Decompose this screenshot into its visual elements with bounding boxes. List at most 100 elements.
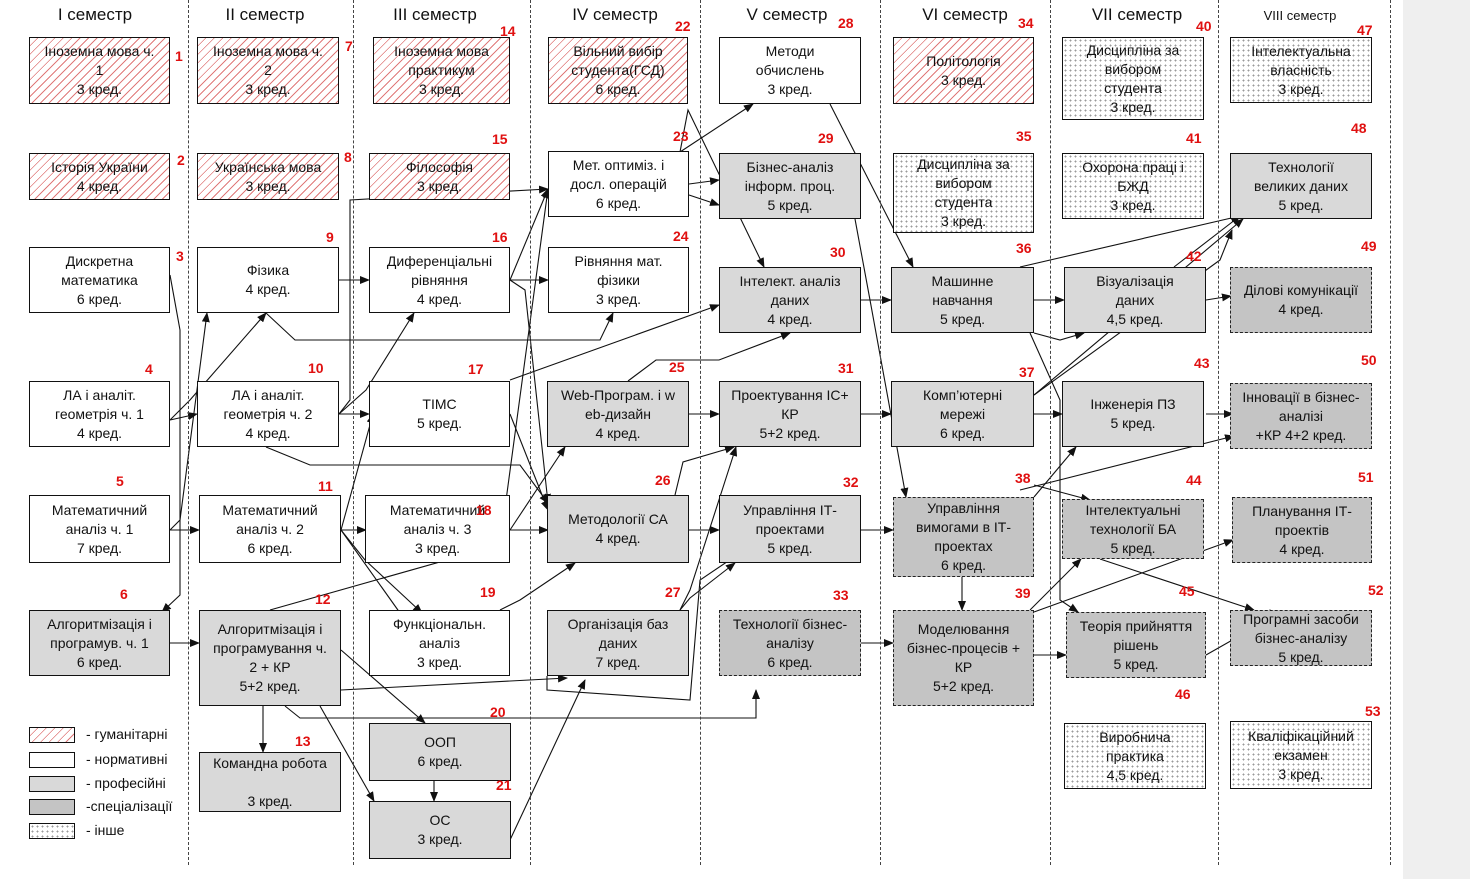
semester-header: VI семестр — [922, 5, 1008, 24]
course-number: 25 — [669, 359, 685, 375]
course-number: 2 — [177, 152, 185, 168]
prerequisite-arrow — [1029, 332, 1079, 613]
course-box: Іноземна мова ч. 1 3 кред. — [29, 37, 170, 104]
course-title: Історія України 4 кред. — [51, 158, 148, 194]
course-number: 11 — [318, 478, 333, 494]
course-title: Мет. оптиміз. і досл. операцій 6 кред. — [570, 156, 667, 211]
semester-header: V семестр — [746, 5, 828, 24]
course-title: Дисципліна за вибором студента 3 кред. — [1086, 41, 1180, 115]
right-gutter — [1403, 0, 1470, 879]
course-title: Управління вимогами в ІТ- проектах 6 кре… — [915, 500, 1012, 573]
course-title: ЛА і аналіт. геометрія ч. 2 4 кред. — [223, 386, 313, 441]
prerequisite-arrow — [674, 445, 735, 496]
course-number: 49 — [1361, 238, 1377, 254]
course-title: Методи обчислень 3 кред. — [755, 43, 825, 97]
course-title: Виробнича практика 4,5 кред. — [1099, 728, 1171, 783]
course-number: 20 — [490, 704, 506, 720]
course-box: Дисципліна за вибором студента 3 кред. — [893, 153, 1034, 233]
course-number: 34 — [1018, 15, 1034, 31]
course-number: 24 — [673, 228, 689, 244]
course-box: Філософія 3 кред. — [369, 153, 510, 200]
prerequisite-arrow — [509, 279, 552, 504]
course-box: Методології СА 4 кред. — [547, 495, 689, 563]
course-box: ЛА і аналіт. геометрія ч. 2 4 кред. — [197, 381, 339, 447]
course-box: Інтелектуальні технології БА 5 кред. — [1062, 499, 1204, 559]
prerequisite-arrow — [688, 194, 720, 206]
course-title: Ділові комунікації 4 кред. — [1243, 282, 1359, 317]
course-title: Машинне навчання 5 кред. — [931, 272, 994, 327]
course-title: Планування ІТ- проектів 4 кред. — [1252, 502, 1352, 557]
legend-swatch — [29, 776, 75, 792]
prerequisite-arrow — [169, 412, 198, 421]
course-title: Інновації в бізнес- аналізі +КР 4+2 кред… — [1242, 388, 1360, 443]
prerequisite-arrow — [1033, 229, 1233, 396]
course-title: Бізнес-аналіз інформ. проц. 5 кред. — [744, 158, 836, 213]
semester-header: IV семестр — [572, 5, 658, 24]
course-title: ТІМС 5 кред. — [416, 396, 463, 431]
course-number: 45 — [1179, 583, 1195, 599]
course-box: Математичний аналіз ч. 3 3 кред. — [365, 495, 510, 563]
course-box: Програмні засоби бізнес-аналізу 5 кред. — [1230, 610, 1372, 666]
course-title: Математичний аналіз ч. 3 3 кред. — [389, 501, 486, 556]
legend-label: -спеціалізації — [86, 798, 173, 814]
course-box: Web-Програм. і w eb-дизайн 4 кред. — [547, 381, 689, 447]
course-number: 12 — [315, 591, 331, 607]
course-box: Математичний аналіз ч. 2 6 кред. — [199, 495, 341, 563]
course-number: 46 — [1175, 686, 1191, 702]
course-box: Організація баз даних 7 кред. — [547, 610, 689, 676]
course-title: Рівняння мат. фізики 3 кред. — [574, 252, 663, 307]
semester-divider — [1390, 0, 1391, 865]
course-box: Математичний аналіз ч. 1 7 кред. — [29, 495, 170, 563]
course-number: 52 — [1368, 582, 1384, 598]
course-box: Українська мова 3 кред. — [197, 153, 339, 200]
course-box: Мет. оптиміз. і досл. операцій 6 кред. — [548, 151, 689, 217]
course-number: 35 — [1016, 128, 1032, 144]
prerequisite-arrow — [546, 548, 747, 701]
course-number: 51 — [1358, 469, 1374, 485]
course-box: Бізнес-аналіз інформ. проц. 5 кред. — [719, 153, 861, 219]
course-box: Ділові комунікації 4 кред. — [1230, 267, 1372, 333]
prerequisite-arrow — [169, 312, 267, 421]
course-number: 3 — [176, 248, 184, 264]
course-box: Дискретна математика 6 кред. — [29, 247, 170, 313]
semester-divider — [530, 0, 531, 865]
course-box: Методи обчислень 3 кред. — [719, 37, 861, 104]
course-box: Політологія 3 кред. — [893, 37, 1034, 104]
course-box: Командна робота 3 кред. — [199, 752, 341, 812]
prerequisite-arrow — [499, 562, 576, 611]
course-box: Інтелект. аналіз даних 4 кред. — [719, 267, 861, 333]
course-box: Комп’ютерні мережі 6 кред. — [891, 381, 1034, 447]
prerequisite-arrow — [340, 674, 568, 691]
course-number: 10 — [308, 360, 324, 376]
course-number: 31 — [838, 360, 854, 376]
semester-header: I семестр — [57, 5, 133, 24]
prerequisite-arrow — [679, 103, 754, 153]
course-box: Рівняння мат. фізики 3 кред. — [548, 247, 689, 313]
course-title: Охорона праці і БЖД 3 кред. — [1082, 158, 1184, 213]
semester-divider — [1050, 0, 1051, 865]
prerequisite-arrow — [340, 649, 426, 724]
course-title: Вільний вибір студента(ГСД) 6 кред. — [571, 43, 665, 97]
prerequisite-arrow — [319, 705, 375, 802]
course-box: Управління ІТ- проектами 5 кред. — [719, 495, 861, 563]
course-box: Теорія прийняття рішень 5 кред. — [1066, 612, 1206, 678]
course-number: 36 — [1016, 240, 1032, 256]
prerequisite-arrow — [1173, 215, 1241, 268]
course-number: 29 — [818, 130, 834, 146]
course-number: 9 — [326, 229, 334, 245]
course-number: 30 — [830, 244, 846, 260]
prerequisite-arrow — [509, 304, 720, 381]
course-title: Функціональн. аналіз 3 кред. — [392, 615, 487, 670]
course-box: Машинне навчання 5 кред. — [891, 267, 1034, 333]
prerequisite-arrow — [679, 562, 736, 611]
prerequisite-arrow — [340, 529, 406, 621]
course-title: Програмні засоби бізнес-аналізу 5 кред. — [1243, 610, 1359, 665]
course-box: ООП 6 кред. — [369, 723, 511, 781]
course-box: Функціональн. аналіз 3 кред. — [369, 610, 510, 676]
course-title: Кваліфікаційний екзамен 3 кред. — [1248, 727, 1354, 782]
course-number: 43 — [1194, 355, 1210, 371]
course-box: Вільний вибір студента(ГСД) 6 кред. — [548, 37, 688, 104]
course-box: Планування ІТ- проектів 4 кред. — [1232, 497, 1372, 563]
course-title: Іноземна мова практикум 3 кред. — [394, 43, 489, 97]
